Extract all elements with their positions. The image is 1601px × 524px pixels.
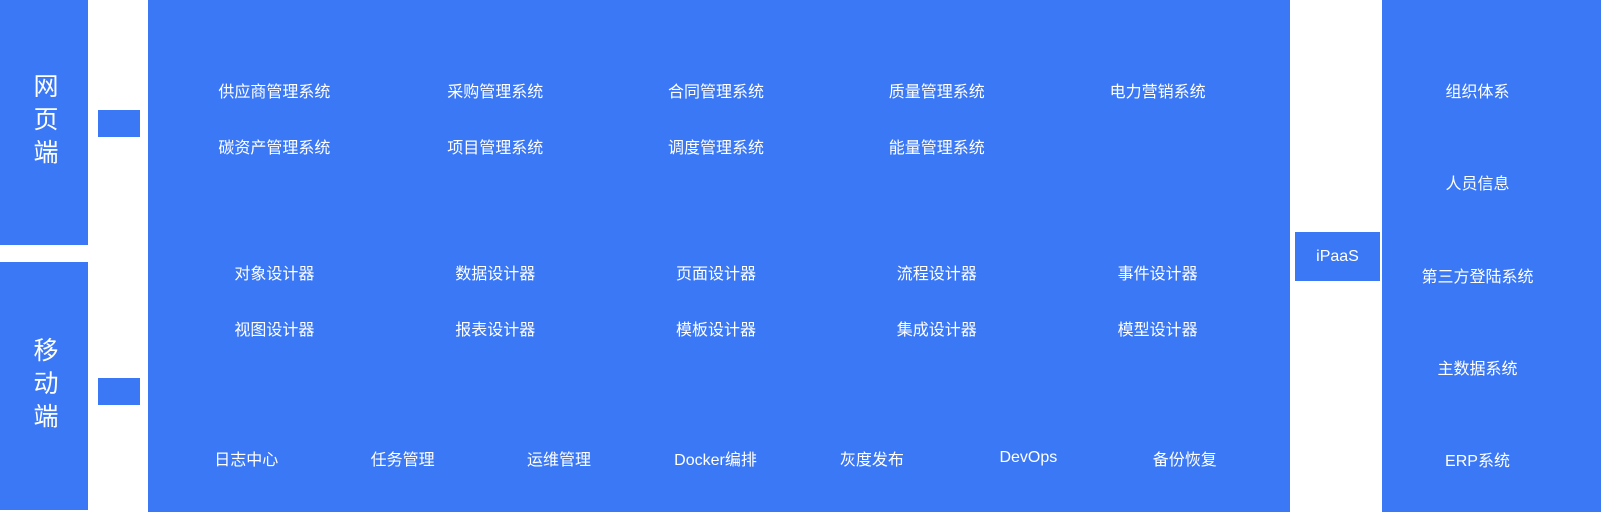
external-system-label: ERP系统 bbox=[1445, 453, 1510, 471]
app-system-empty-cell bbox=[1047, 118, 1268, 174]
panel-mobile-client-label: 移动端 bbox=[30, 336, 58, 436]
external-systems-panel: 组织体系 人员信息 第三方登陆系统 主数据系统 ERP系统 bbox=[1382, 0, 1601, 512]
app-system-label: 电力营销系统 bbox=[1109, 84, 1206, 101]
designer-label: 模型设计器 bbox=[1117, 322, 1198, 339]
designer-label: 对象设计器 bbox=[234, 266, 315, 283]
connector-web-square bbox=[98, 110, 140, 137]
ipaas-connector-box: iPaaS bbox=[1295, 232, 1380, 281]
app-system-label: 质量管理系统 bbox=[888, 84, 985, 101]
ops-grid: 日志中心 任务管理 运维管理 Docker编排 灰度发布 DevOps 备份恢复 bbox=[148, 430, 1290, 486]
external-system-label: 组织体系 bbox=[1445, 84, 1510, 102]
designer-label: 报表设计器 bbox=[455, 322, 536, 339]
designers-grid: 对象设计器 数据设计器 页面设计器 流程设计器 事件设计器 视图设计器 报表设计… bbox=[148, 244, 1290, 356]
ipaas-label: iPaaS bbox=[1316, 247, 1359, 265]
ops-item-label: 备份恢复 bbox=[1152, 452, 1217, 469]
app-system-label: 合同管理系统 bbox=[667, 84, 764, 101]
panel-web-client-label: 网页端 bbox=[30, 73, 58, 172]
panel-web-client: 网页端 bbox=[0, 0, 88, 245]
designer-label: 页面设计器 bbox=[675, 266, 756, 283]
ops-item-label: 任务管理 bbox=[370, 452, 435, 469]
designer-label: 集成设计器 bbox=[896, 322, 977, 339]
app-system-label: 调度管理系统 bbox=[667, 140, 764, 157]
external-system-label: 第三方登陆系统 bbox=[1421, 268, 1534, 286]
ops-item-label: 灰度发布 bbox=[839, 452, 904, 469]
designer-label: 视图设计器 bbox=[234, 322, 315, 339]
external-system-label: 人员信息 bbox=[1445, 176, 1510, 194]
ops-item-label: DevOps bbox=[999, 449, 1058, 466]
panel-mobile-client: 移动端 bbox=[0, 262, 88, 510]
ops-item-label: 日志中心 bbox=[214, 452, 279, 469]
designer-label: 数据设计器 bbox=[455, 266, 536, 283]
designer-label: 事件设计器 bbox=[1117, 266, 1198, 283]
designer-label: 流程设计器 bbox=[896, 266, 977, 283]
external-system-label: 主数据系统 bbox=[1437, 361, 1518, 379]
ops-item-label: 运维管理 bbox=[527, 452, 592, 469]
platform-panel: 供应商管理系统 采购管理系统 合同管理系统 质量管理系统 电力营销系统 碳资产管… bbox=[148, 0, 1290, 512]
designer-label: 模板设计器 bbox=[675, 322, 756, 339]
app-system-label: 采购管理系统 bbox=[447, 84, 544, 101]
app-systems-grid: 供应商管理系统 采购管理系统 合同管理系统 质量管理系统 电力营销系统 碳资产管… bbox=[148, 62, 1290, 174]
connector-mobile-square bbox=[98, 378, 140, 405]
ops-item-label: Docker编排 bbox=[674, 452, 757, 469]
app-system-label: 供应商管理系统 bbox=[218, 84, 331, 101]
app-system-label: 能量管理系统 bbox=[888, 140, 985, 157]
app-system-label: 碳资产管理系统 bbox=[218, 140, 331, 157]
app-system-label: 项目管理系统 bbox=[447, 140, 544, 157]
